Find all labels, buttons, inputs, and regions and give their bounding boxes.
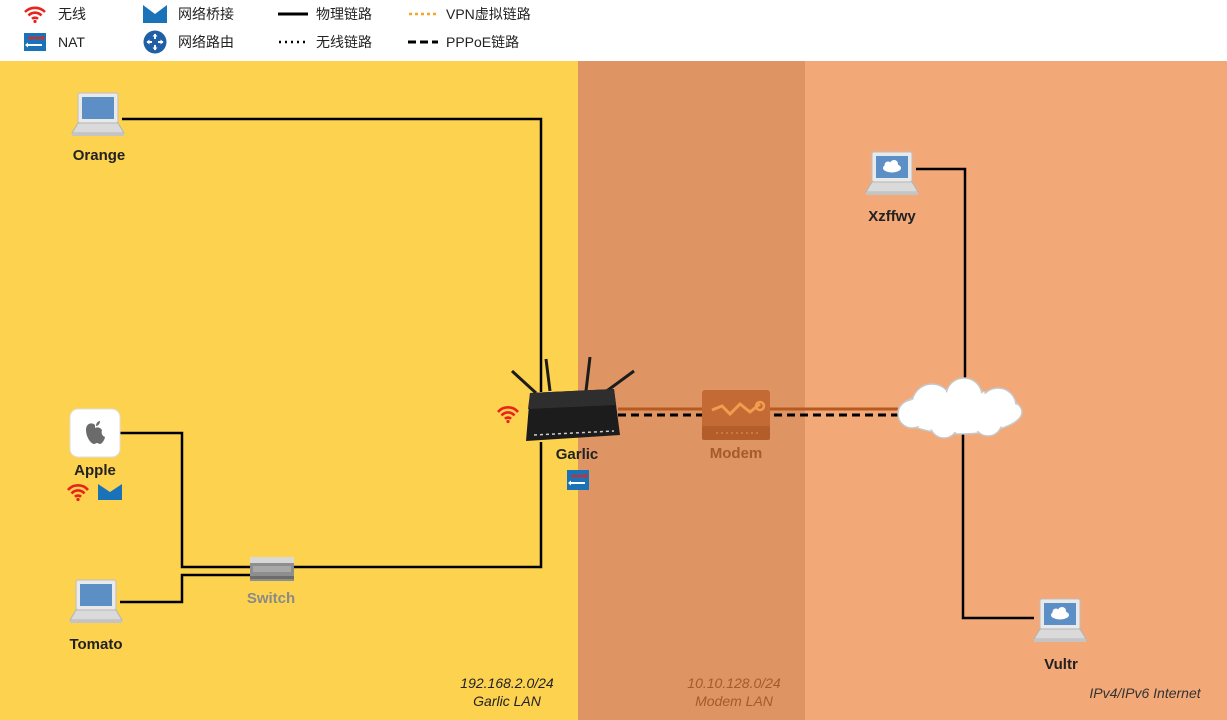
switch-icon[interactable] (250, 557, 294, 581)
legend-bridge: 网络桥接 (138, 4, 234, 24)
legend-bridge-label: 网络桥接 (178, 6, 234, 22)
dashed-line-symbol (406, 32, 440, 52)
server-icon-vultr[interactable] (1033, 598, 1087, 643)
vpn-line-symbol (406, 4, 440, 24)
legend-routing: 网络路由 (138, 30, 234, 54)
solid-line-symbol (276, 4, 310, 24)
link-switch-garlic (294, 442, 543, 569)
legend-wireless: 无线 (18, 4, 86, 24)
node-label-switch: Switch (246, 590, 296, 607)
zone-label-modem-lan: 10.10.128.0/24 Modem LAN (663, 674, 805, 710)
legend-physical-link: 物理链路 (276, 4, 372, 24)
legend-nat: NAT (18, 32, 85, 52)
node-label-garlic: Garlic (555, 446, 599, 463)
modem-lan-subnet: 10.10.128.0/24 (687, 675, 781, 691)
legend-wireless-link: 无线链路 (276, 32, 372, 52)
garlic-lan-name: Garlic LAN (473, 693, 541, 709)
legend-physical-link-label: 物理链路 (316, 6, 372, 22)
link-orange-garlic (122, 117, 543, 392)
garlic-nat-icon (567, 470, 589, 490)
router-icon-garlic[interactable] (510, 356, 635, 441)
laptop-icon-tomato[interactable] (69, 579, 123, 624)
link-cloud-vultr (961, 433, 1034, 620)
router-icon (138, 30, 172, 54)
server-icon-xzffwy[interactable] (865, 151, 919, 196)
garlic-wifi-icon (497, 406, 519, 424)
legend-pppoe-link-label: PPPoE链路 (446, 34, 520, 50)
apple-wifi-icon (67, 484, 89, 502)
link-apple-switch (120, 431, 250, 569)
bridge-icon (138, 4, 172, 24)
link-xzffwy-cloud (916, 167, 967, 385)
node-label-vultr: Vultr (1044, 656, 1078, 673)
legend-vpn-link: VPN虚拟链路 (406, 4, 531, 24)
node-label-modem: Modem (709, 445, 763, 462)
zone-label-internet: IPv4/IPv6 Internet (1070, 684, 1220, 702)
nat-icon (18, 32, 52, 52)
node-label-tomato: Tomato (69, 636, 123, 653)
apple-bridge-icon (98, 484, 122, 500)
apple-device-icon[interactable] (69, 408, 121, 458)
node-label-orange: Orange (72, 147, 126, 164)
legend-wireless-link-label: 无线链路 (316, 34, 372, 50)
laptop-icon-orange[interactable] (71, 92, 125, 137)
legend-vpn-link-label: VPN虚拟链路 (446, 6, 531, 22)
link-tomato-switch (120, 573, 250, 604)
modem-icon[interactable] (702, 390, 770, 440)
legend-routing-label: 网络路由 (178, 34, 234, 50)
internet-cloud-icon[interactable] (897, 377, 1023, 439)
zone-label-garlic-lan: 192.168.2.0/24 Garlic LAN (436, 674, 578, 710)
legend-wireless-label: 无线 (58, 6, 86, 22)
wifi-icon (18, 4, 52, 24)
node-label-xzffwy: Xzffwy (868, 208, 916, 225)
node-label-apple: Apple (74, 462, 116, 479)
legend-nat-label: NAT (58, 34, 85, 50)
modem-lan-name: Modem LAN (695, 693, 773, 709)
internet-name: IPv4/IPv6 Internet (1089, 685, 1201, 701)
garlic-lan-subnet: 192.168.2.0/24 (460, 675, 554, 691)
dotted-line-symbol (276, 32, 310, 52)
legend-pppoe-link: PPPoE链路 (406, 32, 519, 52)
